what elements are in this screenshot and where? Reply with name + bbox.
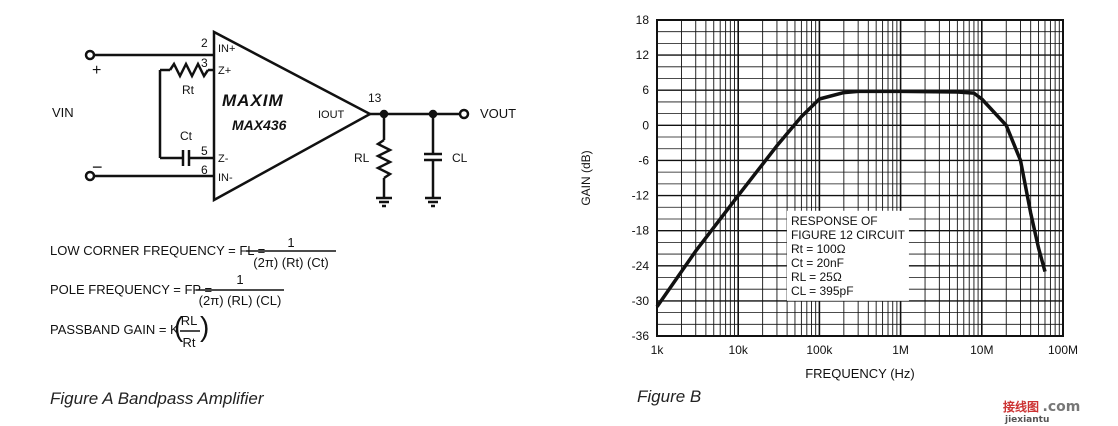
y-tick-label: 6 [642, 83, 649, 97]
maxim-logo: MAXIM [222, 91, 284, 110]
output-network [370, 108, 470, 208]
plot-area-frame [656, 19, 1064, 337]
y-tick-label: -18 [632, 224, 650, 238]
x-tick-label: 100M [1048, 343, 1078, 357]
rt-label: Rt [182, 83, 195, 97]
y-tick-label: 18 [636, 13, 650, 27]
gain-response-curve [655, 89, 1047, 308]
formula-low-corner: LOW CORNER FREQUENCY = FL = 1 (2π) (Rt) … [50, 235, 336, 270]
svg-text:Rt: Rt [183, 335, 196, 350]
y-tick-label: 12 [636, 48, 650, 62]
annotation-line: RESPONSE OF [791, 214, 878, 228]
annotation-background [786, 210, 909, 301]
figure-a-caption: Figure A Bandpass Amplifier [50, 389, 264, 408]
y-tick-label: -6 [638, 153, 649, 167]
y-axis-label: GAIN (dB) [579, 150, 593, 205]
figure-a-schematic: + − VIN Rt Ct 2 3 5 6 13 IN+ Z+ Z- IN- I… [50, 29, 516, 350]
pin-label-z-plus: Z+ [218, 65, 231, 77]
pin-label-z-minus: Z- [218, 153, 229, 165]
y-tick-label: -24 [632, 259, 650, 273]
watermark-text-cn: 接线图 [1003, 400, 1040, 414]
annotation-line: Ct = 20nF [791, 256, 844, 270]
pin-3-number: 3 [201, 56, 208, 70]
amplifier-triangle [212, 29, 373, 203]
formula-pole: POLE FREQUENCY = FP = 1 (2π) (RL) (CL) [50, 272, 284, 308]
y-tick-label: 0 [642, 118, 649, 132]
x-axis-ticks: 1k 10k 100k 1M 10M 100M [651, 343, 1078, 357]
figure-b-caption: Figure B [637, 387, 702, 406]
watermark-text-en: jiexiantu [1005, 415, 1050, 425]
vin-label: VIN [52, 105, 74, 120]
x-tick-label: 1M [892, 343, 909, 357]
svg-text:RL: RL [181, 313, 198, 328]
vin-minus-sign: − [92, 157, 103, 177]
rt-ct-network [158, 61, 214, 166]
x-axis-label: FREQUENCY (Hz) [805, 366, 915, 381]
y-tick-label: -36 [632, 329, 650, 343]
formula-passband: PASSBAND GAIN = K ( RL Rt ) [50, 311, 209, 350]
svg-text:POLE FREQUENCY = FP =: POLE FREQUENCY = FP = [50, 282, 212, 297]
x-tick-label: 10M [970, 343, 993, 357]
pin-2-number: 2 [201, 36, 208, 50]
svg-text:1: 1 [287, 235, 294, 250]
svg-text:PASSBAND GAIN = K: PASSBAND GAIN = K [50, 322, 179, 337]
ct-label: Ct [180, 129, 193, 143]
svg-text:(2π) (Rt) (Ct): (2π) (Rt) (Ct) [253, 255, 328, 270]
svg-text:): ) [200, 311, 209, 342]
max436-part-number: MAX436 [232, 117, 287, 133]
pin-label-in-plus: IN+ [218, 43, 235, 55]
pin-6-number: 6 [201, 163, 208, 177]
cl-label: CL [452, 151, 468, 165]
annotation-line: CL = 395pF [791, 284, 854, 298]
svg-text:(: ( [174, 311, 184, 342]
y-tick-label: -12 [632, 189, 650, 203]
x-tick-label: 10k [729, 343, 749, 357]
svg-text:(2π) (RL) (CL): (2π) (RL) (CL) [199, 293, 282, 308]
watermark-text-com: .com [1042, 399, 1081, 415]
rl-label: RL [354, 151, 370, 165]
x-tick-label: 1k [651, 343, 665, 357]
svg-text:1: 1 [236, 272, 243, 287]
y-tick-label: -30 [632, 294, 650, 308]
vin-plus-wire [84, 49, 214, 61]
annotation-line: FIGURE 12 CIRCUIT [791, 228, 906, 242]
pin-label-iout: IOUT [318, 109, 345, 121]
annotation-line: RL = 25Ω [791, 270, 842, 284]
x-tick-label: 100k [806, 343, 833, 357]
pin-5-number: 5 [201, 144, 208, 158]
y-axis-ticks: 18 12 6 0 -6 -12 -18 -24 -30 -36 [632, 13, 650, 343]
watermark-logo: 接线图 .com jiexiantu [1003, 398, 1080, 425]
annotation-line: Rt = 100Ω [791, 242, 846, 256]
pin-label-in-minus: IN- [218, 172, 233, 184]
vin-plus-sign: + [92, 62, 101, 79]
vout-label: VOUT [480, 106, 516, 121]
figure-b-chart: 18 12 6 0 -6 -12 -18 -24 -30 -36 1k 10k 100k 1M 10M 10… [579, 13, 1078, 381]
vin-minus-wire [84, 170, 214, 182]
svg-text:LOW CORNER FREQUENCY = FL =: LOW CORNER FREQUENCY = FL = [50, 243, 265, 258]
pin-13-number: 13 [368, 91, 382, 105]
